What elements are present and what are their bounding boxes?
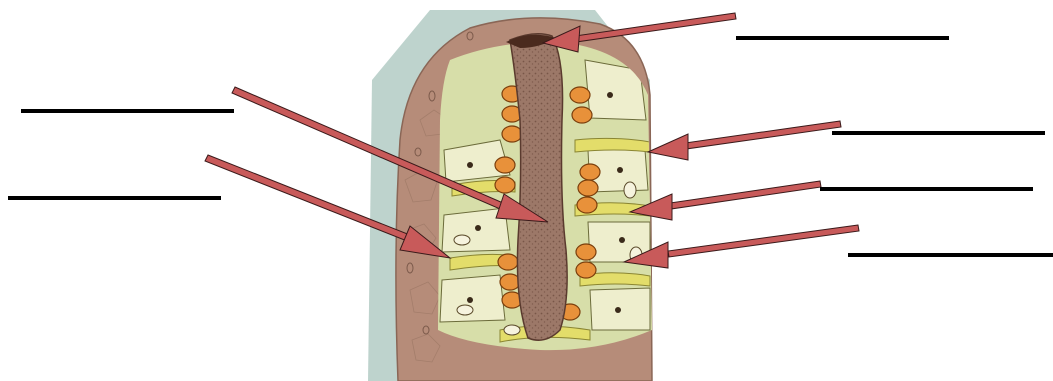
label-blank-right-1[interactable]: [736, 36, 949, 40]
label-blank-left-lower[interactable]: [8, 196, 221, 200]
arrow-right-2: [648, 121, 841, 160]
label-blank-right-3[interactable]: [820, 187, 1033, 191]
label-blank-right-2[interactable]: [832, 131, 1045, 135]
label-blank-left-upper[interactable]: [21, 109, 234, 113]
arrow-right-3: [630, 181, 821, 220]
arrow-right-4: [624, 225, 859, 268]
label-blank-right-4[interactable]: [848, 253, 1053, 257]
